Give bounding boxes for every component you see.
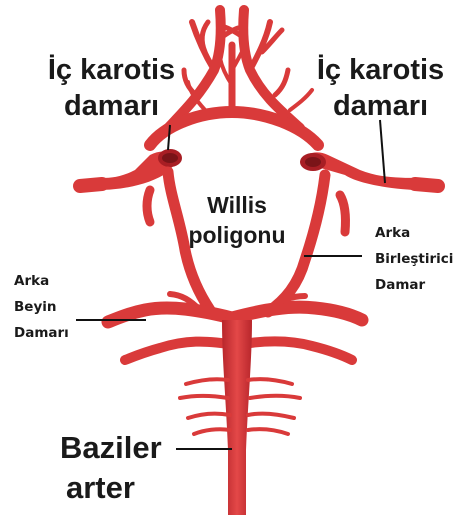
label-arka-beyin-line1: Arka	[14, 268, 69, 294]
label-baziler-line1: Baziler	[60, 428, 162, 468]
label-baziler-line2: arter	[60, 468, 162, 508]
label-willis-poligonu: Willis poligonu	[182, 190, 292, 250]
label-arka-birlestirici-damar: Arka Birleştirici Damar	[375, 220, 453, 298]
label-willis-line2: poligonu	[182, 220, 292, 250]
label-ic-karotis-right-line2: damarı	[308, 88, 453, 124]
posterior-cerebral	[108, 294, 362, 322]
label-ic-karotis-left-line2: damarı	[39, 88, 184, 124]
label-ic-karotis-left-line1: İç karotis	[39, 52, 184, 88]
label-arka-birlestirici-line1: Arka	[375, 220, 453, 246]
label-arka-birlestirici-line3: Damar	[375, 272, 453, 298]
label-willis-line1: Willis	[182, 190, 292, 220]
label-arka-beyin-line2: Beyin	[14, 294, 69, 320]
label-arka-beyin-damari: Arka Beyin Damarı	[14, 268, 69, 346]
label-ic-karotis-left: İç karotis damarı	[39, 52, 184, 124]
label-ic-karotis-right-line1: İç karotis	[308, 52, 453, 88]
label-arka-birlestirici-line2: Birleştirici	[375, 246, 453, 272]
label-ic-karotis-right: İç karotis damarı	[308, 52, 453, 124]
label-baziler-arter: Baziler arter	[60, 428, 162, 508]
label-arka-beyin-line3: Damarı	[14, 320, 69, 346]
basilar-artery	[222, 320, 252, 515]
